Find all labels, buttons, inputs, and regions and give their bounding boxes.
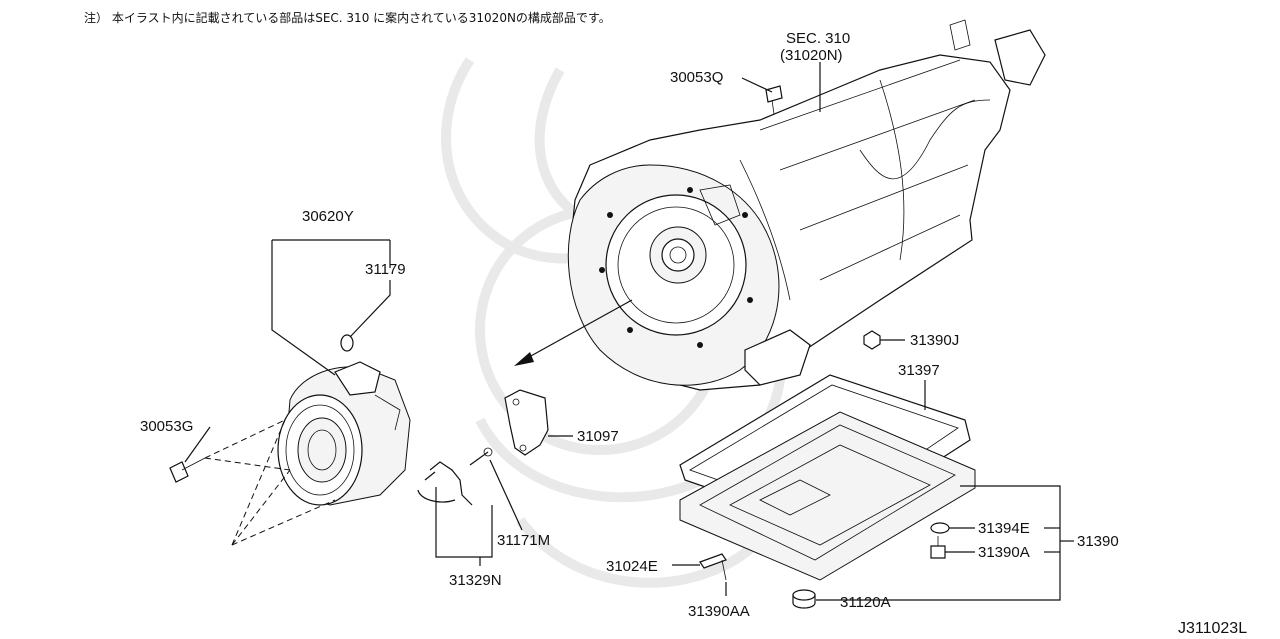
tube-31171m [417,447,493,506]
o-ring-31179 [340,334,354,352]
label-30053g: 30053G [140,418,193,435]
label-sec-310: SEC. 310 [786,30,850,47]
pump-housing-30620y [277,361,411,506]
magnet-31120a [792,589,816,609]
bracket-31097 [504,389,549,456]
label-31329n: 31329N [449,572,502,589]
transmission-assembly [567,19,1046,391]
bolt-30053q [765,85,783,115]
label-31179: 31179 [365,261,406,278]
label-31024e: 31024E [606,558,658,575]
nut-31390j [863,330,881,350]
label-31390a: 31390A [978,544,1030,561]
label-sec-310-part: (31020N) [780,47,843,64]
dashed-leaders [204,419,336,546]
label-31394e: 31394E [978,520,1030,537]
label-31390j: 31390J [910,332,959,349]
label-30620y: 30620Y [302,208,354,225]
removal-arrow [514,299,633,366]
label-31171m: 31171M [497,532,550,549]
label-31120a: 31120A [840,594,891,611]
drain-plug-31390a [930,536,946,559]
diagram-note: 注） 本イラスト内に記載されている部品はSEC. 310 に案内されている310… [84,10,611,25]
label-31397: 31397 [898,362,940,379]
bracket-31024e [699,553,727,581]
label-31097: 31097 [577,428,619,445]
bolt-30053g [169,457,206,483]
oil-pan-31390 [679,411,976,581]
label-30053q: 30053Q [670,69,723,86]
washer-31394e [930,522,950,534]
diagram-code: J311023L [1178,620,1247,637]
callout-lines [184,62,1074,601]
label-31390: 31390 [1077,533,1119,550]
label-31390aa: 31390AA [688,603,750,620]
